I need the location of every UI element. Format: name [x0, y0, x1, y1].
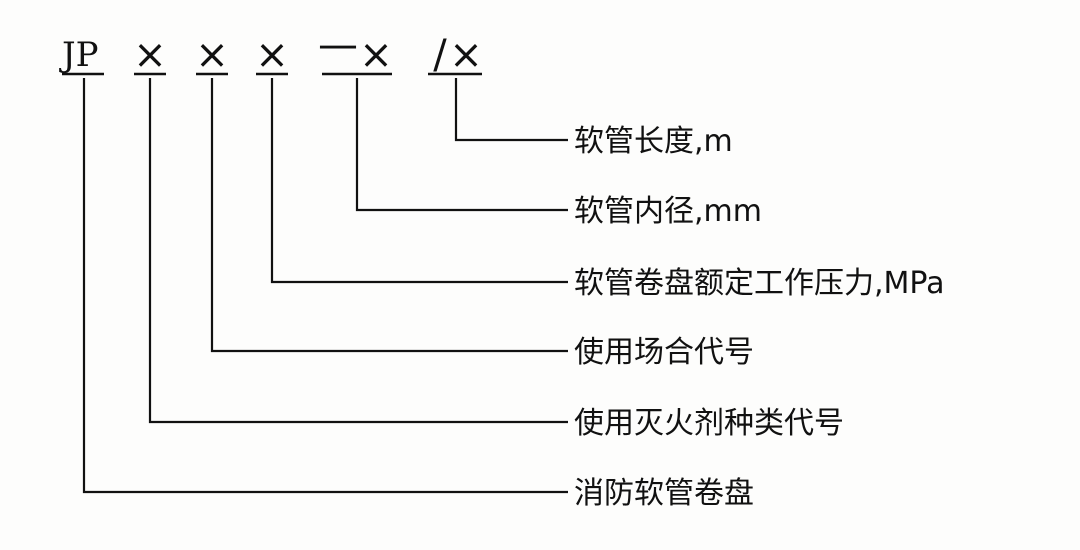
code-separator-dash: — [318, 22, 358, 68]
code-separator-slash: / [433, 32, 447, 78]
code-mark-3: × [255, 32, 289, 78]
label-usage-code: 使用场合代号 [574, 335, 754, 370]
leader-line-hose-length [454, 78, 568, 142]
code-mark-1: × [133, 32, 167, 78]
leader-line-rated-pressure [270, 78, 568, 284]
label-fire-hose-reel: 消防软管卷盘 [574, 476, 754, 511]
leader-line-hose-reel [82, 78, 568, 494]
code-prefix: JP [59, 35, 99, 75]
label-hose-inner-diameter: 软管内径,mm [574, 194, 762, 229]
label-extinguishant-type-code: 使用灭火剂种类代号 [574, 406, 844, 441]
leader-line-usage-code [210, 78, 568, 353]
code-mark-5: × [449, 32, 483, 78]
leader-line-extinguishant-code [148, 78, 568, 424]
label-hose-length: 软管长度,m [574, 124, 733, 159]
leader-line-hose-inner-diameter [355, 78, 568, 212]
code-mark-2: × [195, 32, 229, 78]
code-mark-4: × [359, 32, 393, 78]
label-rated-working-pressure: 软管卷盘额定工作压力,MPa [574, 266, 945, 301]
